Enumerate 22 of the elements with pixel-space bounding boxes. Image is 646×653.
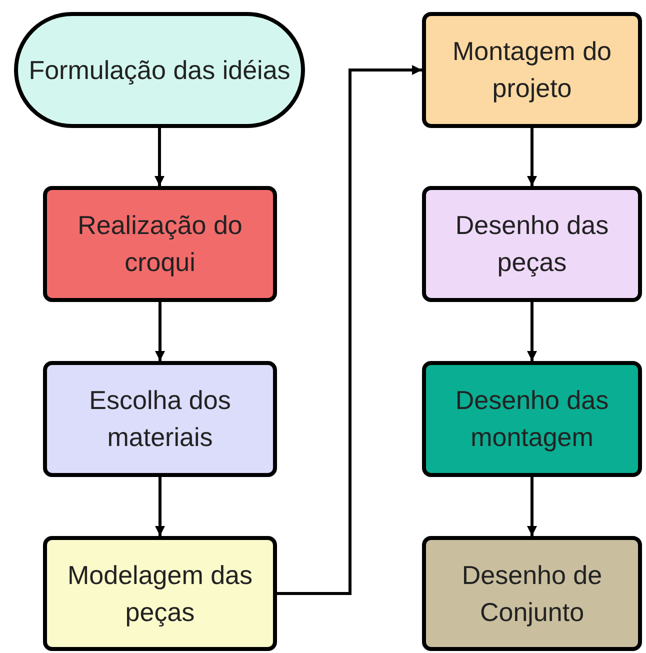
process-box [422,12,642,128]
process-box [422,186,642,302]
node-label: Desenho das peças [454,209,610,279]
process-box [43,361,277,477]
process-box [43,186,277,302]
arrow [527,302,537,361]
node-label: Montagem do projeto [452,35,612,105]
arrow [155,477,165,536]
node-label: Formulação das idéias [28,54,292,86]
node-label: Desenho das montagem [454,384,610,454]
node-label: Desenho de Conjunto [460,558,604,628]
node-label: Escolha dos materiais [88,384,232,454]
arrow [155,302,165,361]
process-box [422,536,642,651]
arrow [154,128,164,186]
arrow [527,128,537,186]
process-box [422,361,642,477]
arrow [277,65,422,595]
node-label: Modelagem das peças [66,558,254,628]
node-label: Realização do croqui [76,209,244,279]
arrow [527,477,537,536]
process-box [43,536,277,651]
